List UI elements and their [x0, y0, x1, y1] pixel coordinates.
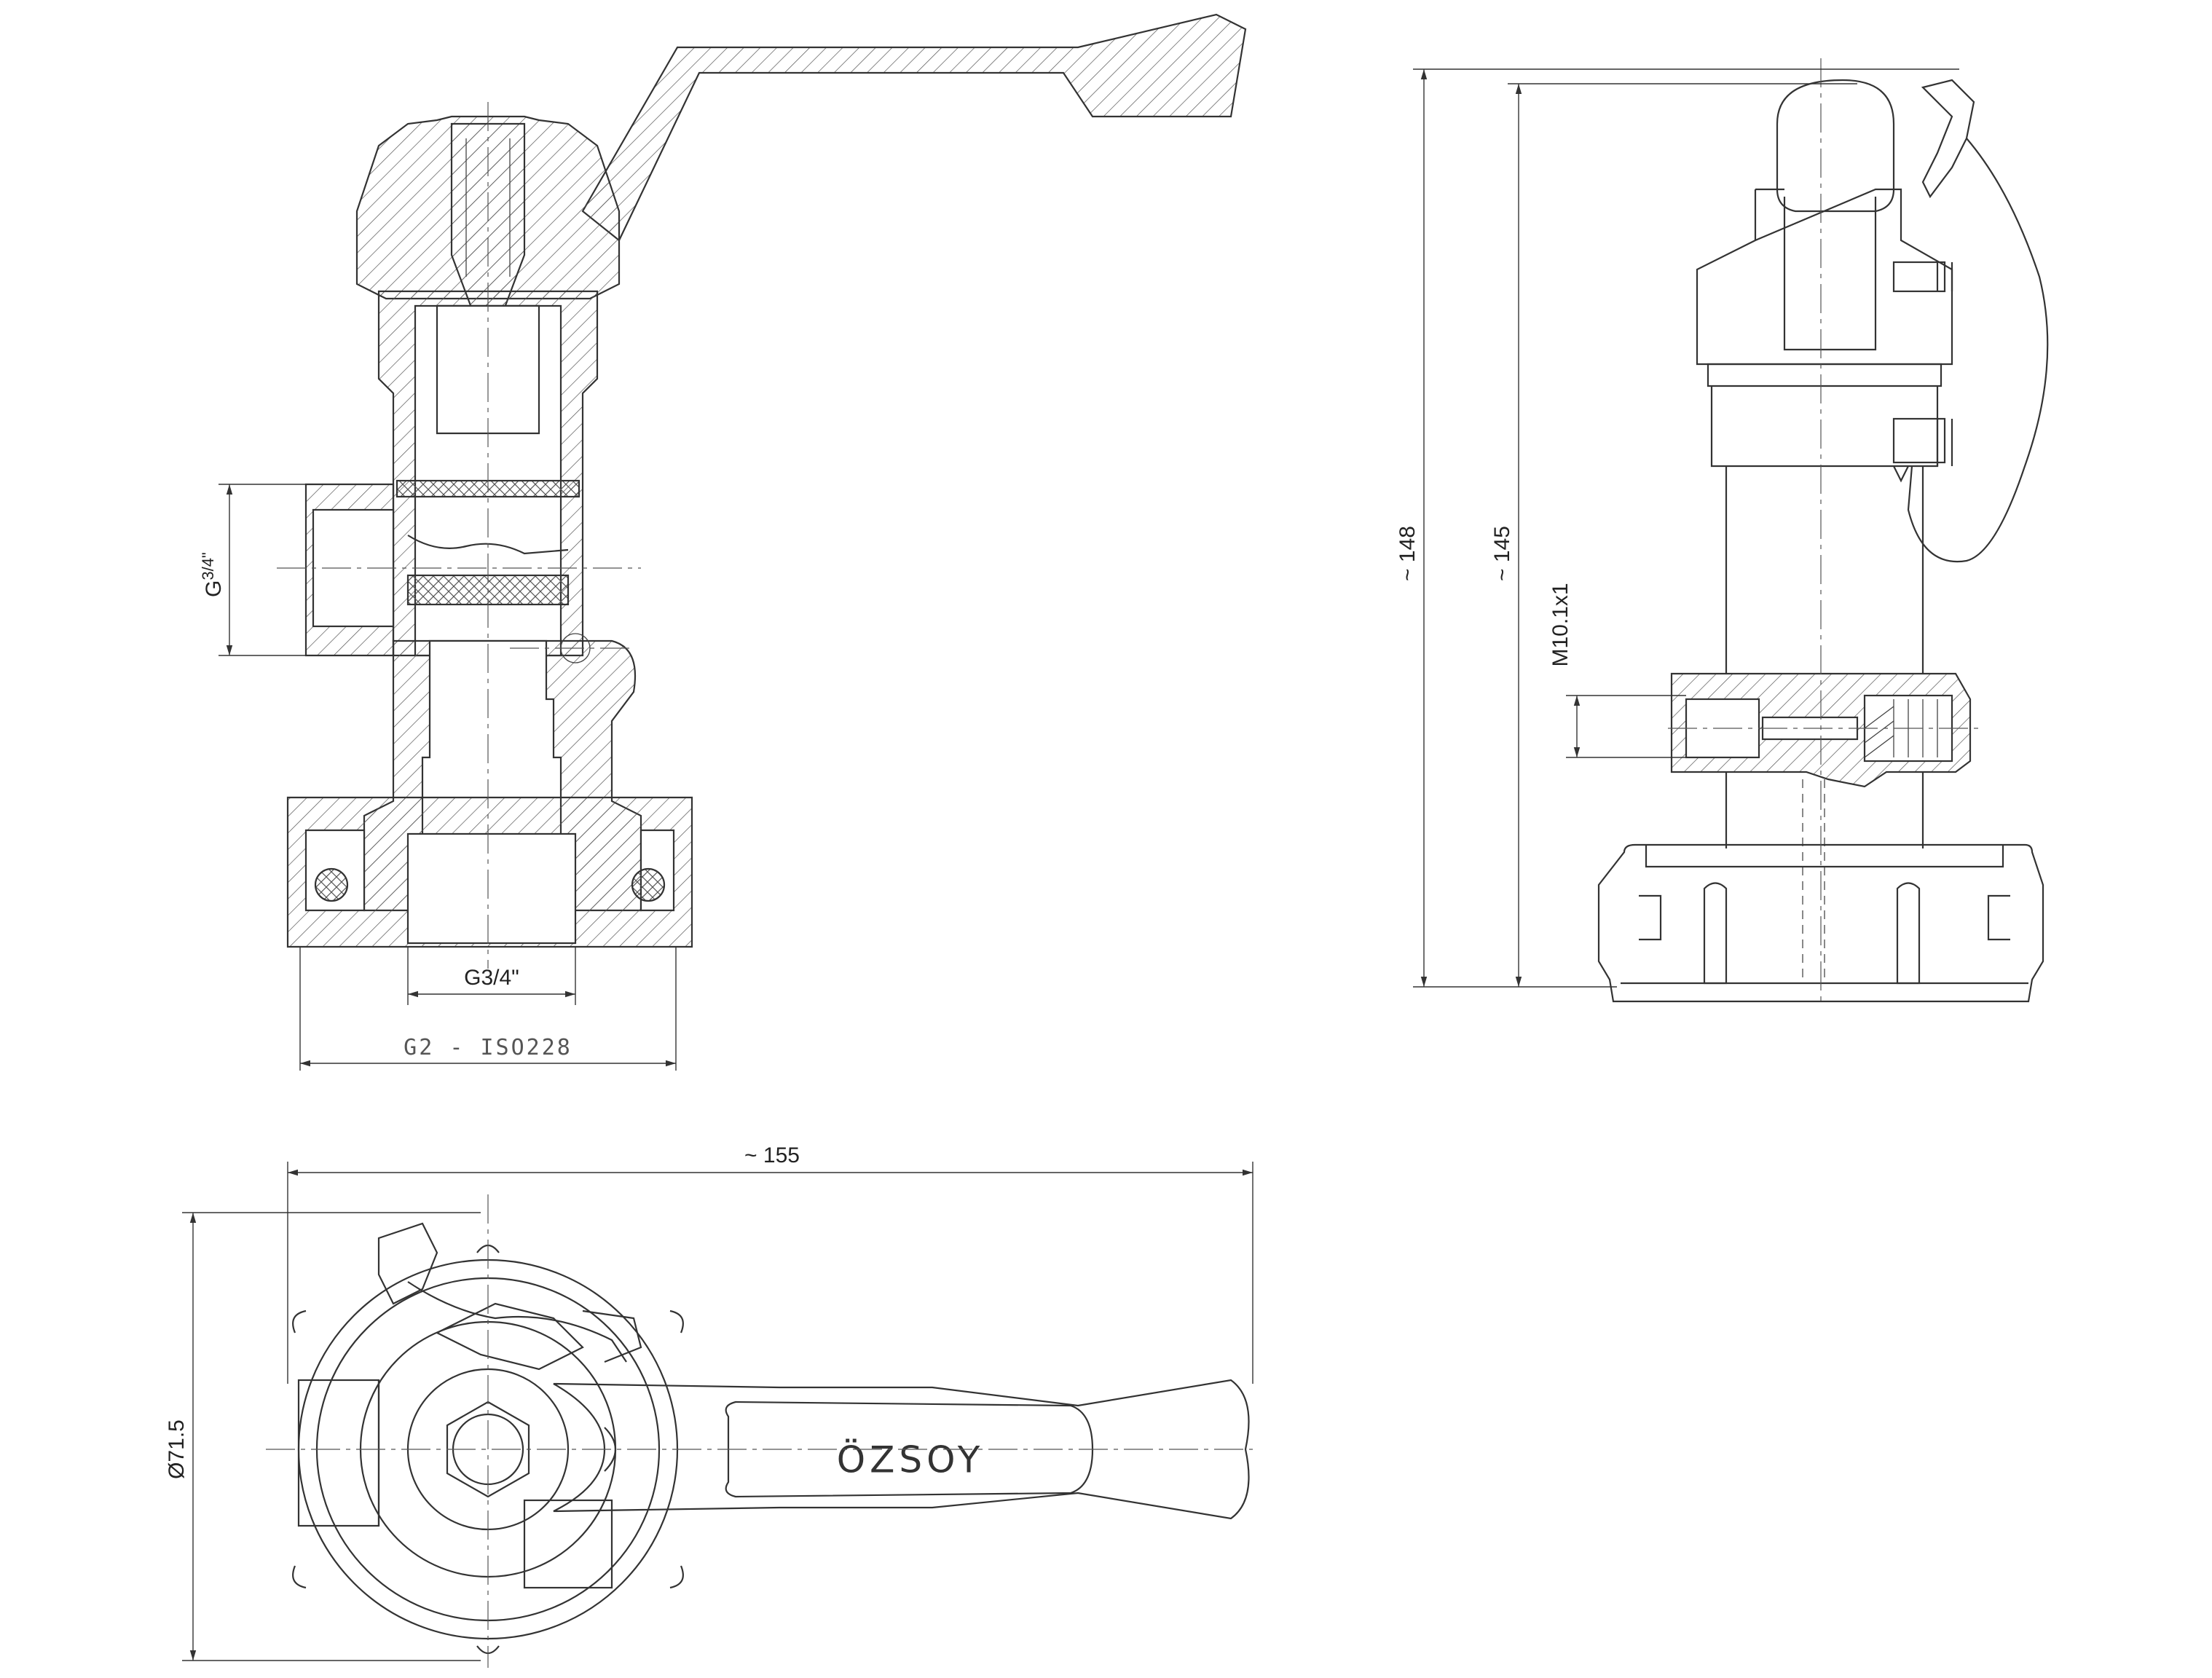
side-height-body-label: ~ 145 [1490, 526, 1514, 581]
top-diameter-label: Ø71.5 [165, 1419, 189, 1479]
section-oring-left [314, 867, 349, 902]
top-inlet-boss [297, 1379, 380, 1527]
side-safety-pin [1921, 79, 1975, 199]
top-hex-nut [446, 1401, 530, 1498]
side-lever [1776, 79, 1895, 213]
section-lever [581, 13, 1247, 242]
top-port-block [523, 1499, 613, 1589]
section-inlet-thread-label: G3/4" [199, 552, 226, 597]
top-length-label: ~ 155 [744, 1143, 800, 1167]
side-height-overall-label: ~ 148 [1396, 526, 1420, 581]
side-view: ~ 148 ~ 145 M10.1x1 [1396, 58, 2049, 1005]
side-port-thread-label: M10.1x1 [1548, 583, 1573, 666]
side-cap-body [1696, 188, 1953, 366]
top-view: ÖZSOY ~ 155 Ø71.5 [165, 1143, 1253, 1668]
section-view: G3/4" G3/4" G2 - ISO228 [199, 13, 1247, 1071]
side-upper-cylinder [1707, 363, 1943, 468]
section-base-thread-label: G2 - ISO228 [404, 1035, 572, 1060]
section-oring-right [631, 867, 666, 902]
side-union-nut [1597, 843, 2044, 1003]
top-safety-pin [377, 1222, 438, 1305]
top-lever [553, 1379, 1250, 1520]
section-outlet-thread-label: G3/4" [464, 966, 519, 990]
top-brand-label: ÖZSOY [837, 1439, 985, 1481]
